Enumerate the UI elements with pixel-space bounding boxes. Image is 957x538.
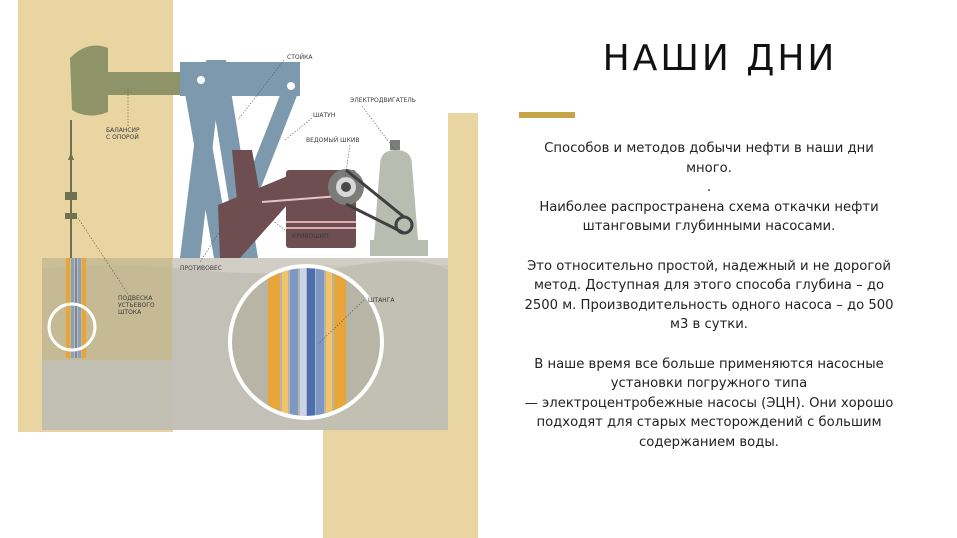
paragraph-2: . xyxy=(706,180,712,196)
label-beam: БАЛАНСИР xyxy=(106,127,140,134)
paragraph-5: В наше время все больше применяются насо… xyxy=(534,356,884,392)
label-stand: СТОЙКА xyxy=(287,54,313,61)
paragraph-6: — электроцентробежные насосы (ЭЦН). Они … xyxy=(524,395,894,450)
label-beam-2: С ОПОРОЙ xyxy=(106,134,139,141)
paragraph-3: Наиболее распространена схема откачки не… xyxy=(539,199,879,235)
label-motor: ЭЛЕКТРОДВИГАТЕЛЬ xyxy=(350,97,416,104)
spacer xyxy=(520,237,898,257)
paragraph-4: Это относительно простой, надежный и не … xyxy=(524,258,894,333)
spacer xyxy=(520,335,898,355)
label-sucker-rod: ШТАНГА xyxy=(368,297,395,304)
paragraph-1: Способов и методов добычи нефти в наши д… xyxy=(544,141,874,176)
label-hanger-3: ШТОКА xyxy=(118,309,142,316)
accent-line xyxy=(519,112,575,118)
pumpjack-illustration: СТОЙКА ШАТУН ЭЛЕКТРОДВИГАТЕЛЬ ВЕДОМЫЙ ШК… xyxy=(42,45,448,430)
slide-title: НАШИ ДНИ xyxy=(602,38,838,79)
label-rod: ШАТУН xyxy=(313,112,335,119)
label-counterweight: ПРОТИВОВЕС xyxy=(180,265,222,272)
label-hanger-2: УСТЬЕВОГО xyxy=(118,302,155,309)
slide-body: Способов и методов добычи нефти в наши д… xyxy=(520,139,898,453)
label-pulley: ВЕДОМЫЙ ШКИВ xyxy=(306,137,359,144)
label-crank: КРИВОШИП xyxy=(292,233,329,240)
label-hanger: ПОДВЕСКА xyxy=(118,295,153,302)
